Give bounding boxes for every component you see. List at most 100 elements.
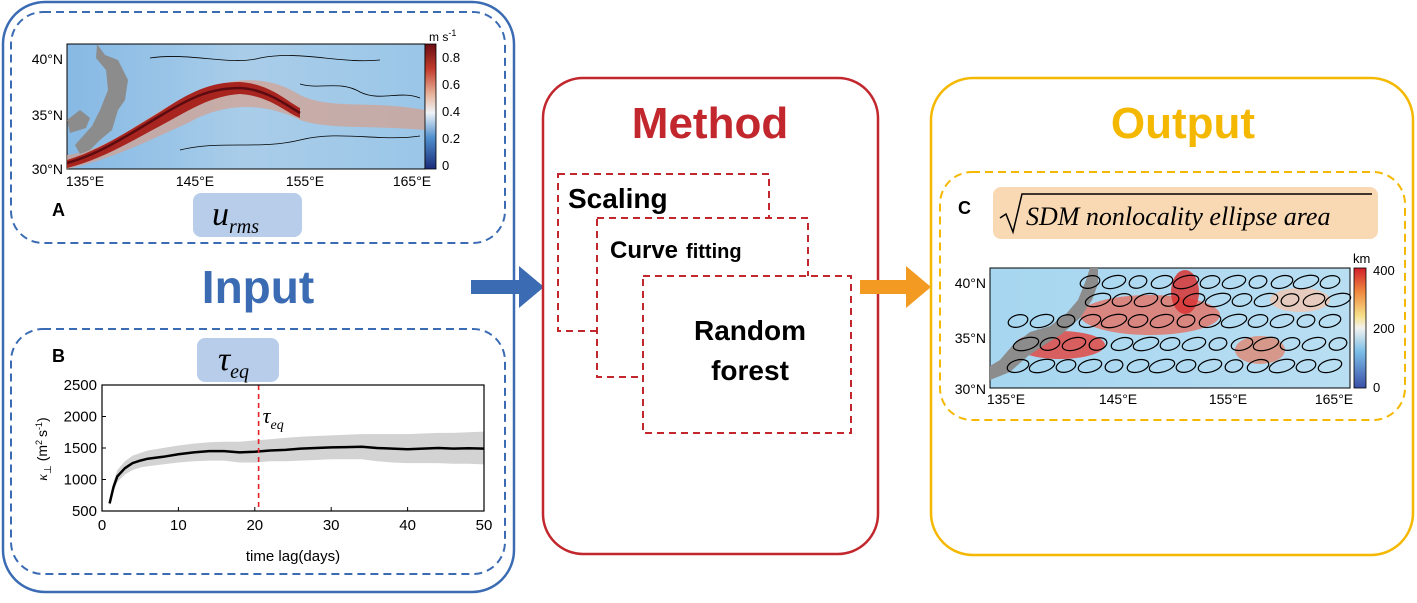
tau-eq-marker-label: τeq [263,403,284,433]
nonlocality-ellipse [1104,359,1124,373]
nonlocality-ellipse [1199,275,1221,289]
km-lon-135: 135°E [987,391,1025,407]
nonlocality-ellipse [1159,337,1181,351]
km-cbar-tick-400: 400 [1373,263,1395,278]
nonlocality-ellipse [1133,292,1159,308]
km-colorbar-unit: km [1353,251,1370,266]
nonlocality-ellipse [1029,313,1055,329]
urms-lon-135: 135°E [66,173,104,189]
formula-box [993,187,1378,239]
nonlocality-ellipse [1181,336,1207,352]
km-cbar-tick-0: 0 [1373,380,1380,395]
nonlocality-ellipse [1101,274,1127,290]
urms-cbar-tick-0: 0.8 [442,50,460,65]
nonlocality-ellipse [1247,314,1269,328]
nonlocality-ellipse [1006,358,1030,374]
nonlocality-ellipse [1132,336,1160,352]
nonlocality-ellipse [1150,274,1174,290]
y-tick-label: 2000 [64,409,97,426]
km-lat-35: 35°N [955,330,986,346]
y-tick-label: 500 [72,503,97,520]
nonlocality-ellipse [1328,337,1348,351]
nonlocality-ellipse [1253,292,1279,308]
confidence-band [109,431,484,506]
nonlocality-ellipse [1100,313,1128,329]
nonlocality-ellipse [1269,313,1295,329]
x-tick-label: 20 [246,517,263,534]
km-lat-30: 30°N [955,381,986,397]
urms-lat-40: 40°N [32,51,63,67]
nonlocality-ellipse [1182,292,1206,308]
panel-b-box [10,328,506,575]
nonlocality-ellipse [1204,292,1232,308]
nonlocality-ellipse [1079,275,1101,289]
panel-b-letter: B [52,346,65,366]
y-tick-label: 1000 [64,472,97,489]
nonlocality-ellipse [1280,293,1300,307]
nonlocality-ellipse [1084,292,1112,308]
nonlocality-ellipse [1176,314,1196,328]
urms-cbar-tick-1: 0.6 [442,77,460,92]
random-forest-label-1: Random [694,315,806,346]
urms-lon-145: 145°E [176,173,214,189]
nonlocality-ellipse [1111,293,1133,307]
y-tick-label: 1500 [64,440,97,457]
arrow-input-to-method [471,266,544,308]
urms-map [66,43,426,170]
nonlocality-ellipse [1198,313,1222,329]
panel-c-box [939,171,1406,421]
urms-lat-30: 30°N [32,161,63,177]
nonlocality-ellipse [1061,336,1087,352]
tau-label-box [197,338,279,382]
nonlocality-ellipse [1252,336,1280,352]
nonlocality-ellipse [1221,274,1247,290]
nonlocality-ellipse [1302,292,1326,308]
nonlocality-ellipse [1220,313,1248,329]
nonlocality-ellipse [1224,359,1244,373]
nonlocality-ellipse [1039,337,1061,351]
x-tick-label: 0 [98,517,106,534]
urms-label-box [193,193,302,237]
urms-lon-155: 155°E [286,173,324,189]
nonlocality-ellipse [1268,358,1296,374]
nonlocality-ellipse [1055,359,1077,373]
nonlocality-ellipse [1028,358,1056,374]
x-tick-label: 30 [323,517,340,534]
urms-label: urms [212,196,259,238]
output-box [929,76,1415,557]
nonlocality-ellipse [1175,359,1197,373]
method-title: Method [632,99,788,148]
panel-a-letter: A [52,200,65,220]
urms-cbar-tick-4: 0 [442,158,449,173]
nonlocality-ellipse [1295,359,1317,373]
nonlocality-ellipse [1279,337,1301,351]
nonlocality-ellipse [1172,274,1200,290]
nonlocality-ellipse [1127,314,1149,328]
km-lon-145: 145°E [1099,391,1137,407]
random-forest-card [642,275,852,434]
panel-a-box [10,11,506,244]
urms-cbar-tick-3: 0.2 [442,131,460,146]
nonlocality-ellipse [1078,313,1102,329]
km-lon-155: 155°E [1209,391,1247,407]
nonlocality-ellipse [1056,314,1076,328]
km-lon-165: 165°E [1315,391,1353,407]
nonlocality-ellipse [1110,336,1134,352]
ellipse-map [989,267,1352,389]
nonlocality-ellipse [1160,293,1180,307]
nonlocality-ellipse [1319,275,1341,289]
nonlocality-ellipse [1231,293,1253,307]
urms-lat-35: 35°N [32,107,63,123]
nonlocality-ellipse [1317,358,1343,374]
scaling-label: Scaling [568,183,668,214]
nonlocality-ellipse [1126,358,1150,374]
panel-c-letter: C [958,198,971,218]
nonlocality-ellipse [1270,274,1294,290]
tau-label: τeq [218,341,249,383]
input-title: Input [202,261,314,313]
nonlocality-ellipse [1077,358,1103,374]
sqrt-sign-icon [999,193,1372,235]
